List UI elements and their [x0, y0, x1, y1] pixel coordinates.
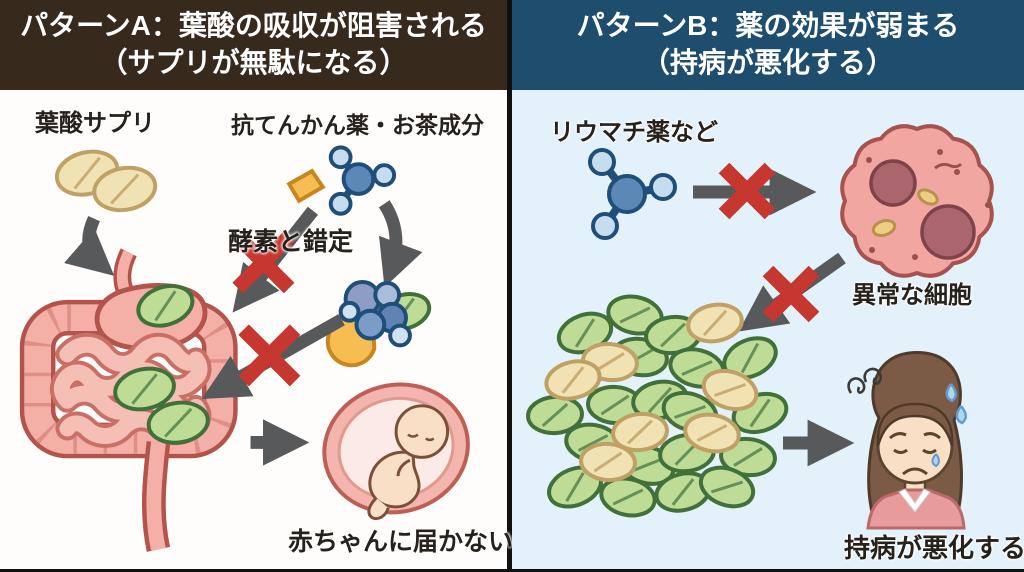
panel-pattern-b: パターンB：薬の効果が弱まる （持病が悪化する） — [512, 0, 1024, 569]
folate-pill-in-stomach-icon — [136, 283, 195, 328]
panel-a-header: パターンA：葉酸の吸収が阻害される （サプリが無駄になる） — [0, 0, 507, 90]
folate-pill-in-intestine-icon — [113, 366, 176, 412]
blocked-cross-icon — [232, 231, 295, 294]
panel-a-illustration — [19, 145, 470, 552]
label-enzyme-binding: 酵素と錯定 — [228, 228, 354, 256]
blocked-cross-icon — [718, 162, 776, 220]
bound-complex-icon — [325, 280, 432, 368]
panel-pattern-a: パターンA：葉酸の吸収が阻害される （サプリが無駄になる） — [0, 0, 514, 569]
label-antiepileptic-tea: 抗てんかん薬・お茶成分 — [231, 112, 484, 138]
panel-b-title-line2: （持病が悪化する） — [641, 47, 894, 78]
arrow-molecule-to-complex — [378, 200, 423, 288]
folate-pill-in-intestine-icon — [146, 400, 210, 445]
fetus-icon — [322, 382, 470, 521]
panel-a-title-line1: パターンA：葉酸の吸収が阻害される — [20, 10, 487, 42]
blocked-cross-icon — [762, 265, 820, 323]
panel-b-header: パターンB：薬の効果が弱まる （持病が悪化する） — [512, 0, 1024, 90]
panel-a-title-line2: （サプリが無駄になる） — [99, 47, 408, 78]
panel-b-illustration — [526, 124, 994, 530]
label-abnormal-cell: 異常な細胞 — [852, 282, 972, 309]
arrow-supplement-to-stomach — [64, 216, 115, 276]
blocked-cross-icon — [238, 324, 301, 387]
caption-not-reach-baby: 赤ちゃんに届かない — [288, 528, 514, 556]
panel-b-title-line1: パターンB：薬の効果が弱まる — [576, 10, 960, 42]
label-rheumatism-drug: リウマチ薬など — [550, 119, 718, 146]
abnormal-cell-icon — [840, 124, 994, 278]
pill-scatter-icon — [526, 294, 789, 518]
caption-disease-worsens: 持病が悪化する — [844, 533, 1024, 563]
folic-acid-pills-icon — [54, 149, 158, 213]
rheumatism-drug-molecule-icon — [588, 148, 677, 240]
label-folic-acid-supplement: 葉酸サプリ — [35, 110, 155, 137]
frustration-squiggle-icon — [847, 367, 883, 394]
antiepileptic-molecule-icon — [328, 145, 397, 216]
sweat-drops-icon — [945, 383, 967, 425]
distressed-woman-icon — [847, 351, 967, 530]
stomach-intestine-icon — [19, 248, 238, 552]
enzyme-fragment-icon — [286, 168, 326, 204]
